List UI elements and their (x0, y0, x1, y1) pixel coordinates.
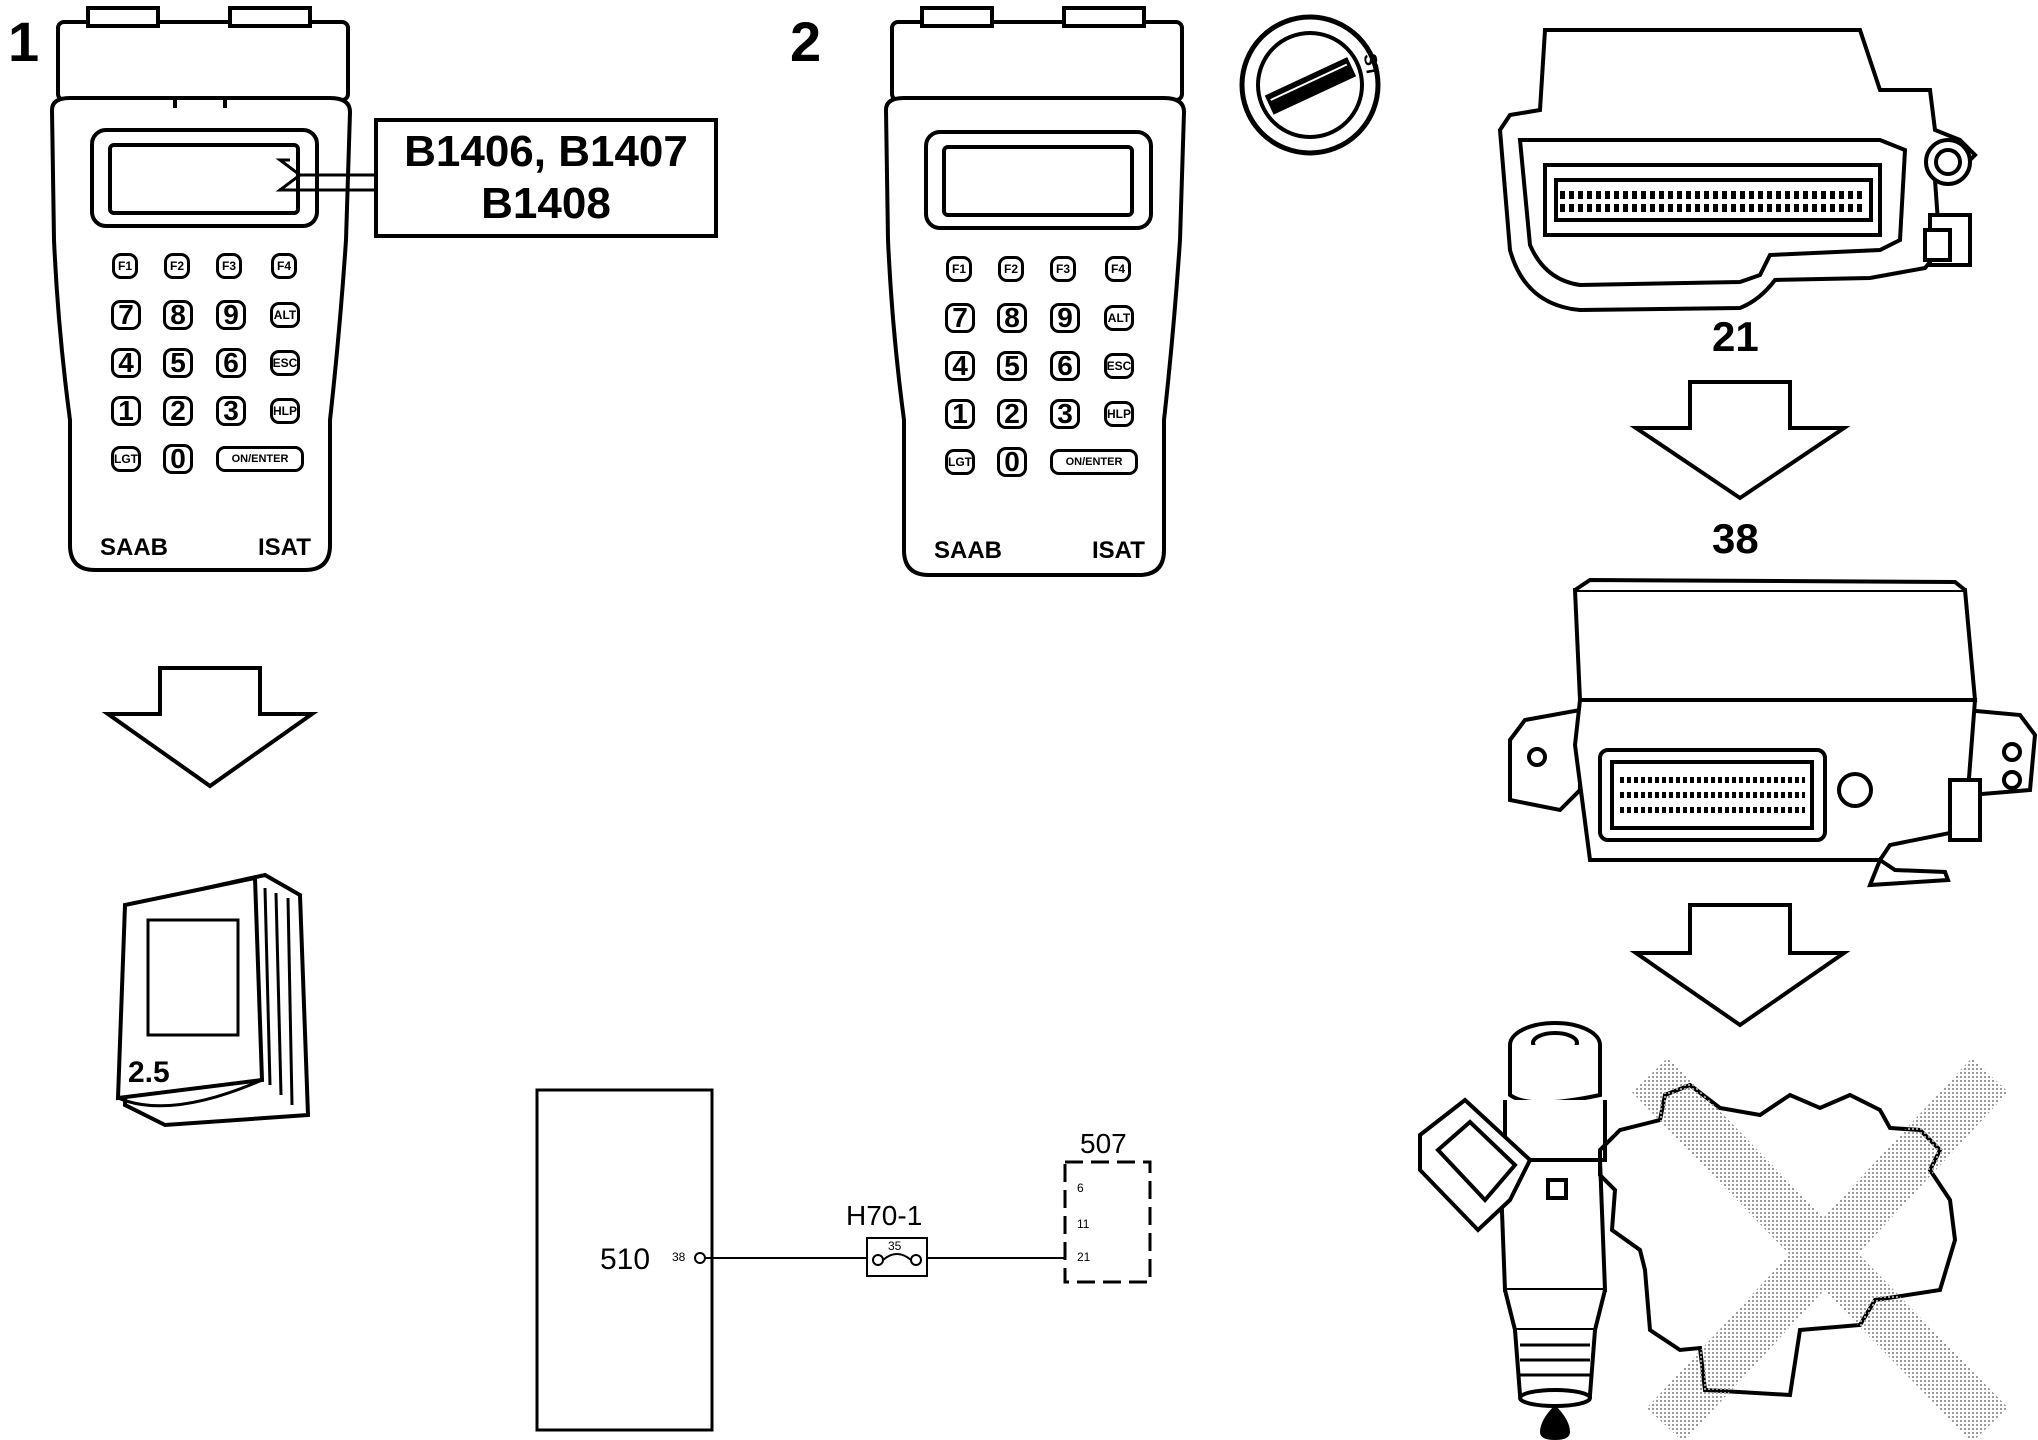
f1-key: F1 (946, 256, 972, 282)
f2-key: F2 (998, 256, 1024, 282)
wiring-diagram (535, 1088, 1152, 1432)
key-6: 6 (1050, 350, 1080, 381)
f1-key: F1 (112, 253, 138, 279)
f4-key: F4 (1105, 256, 1131, 282)
fuel-injector-icon (1418, 1021, 1608, 1408)
manual-section-label: 2.5 (128, 1056, 170, 1089)
ecm-pin-38-terminal (694, 1252, 706, 1264)
key-4: 4 (111, 347, 141, 378)
key-7: 7 (111, 299, 141, 330)
key-4: 4 (945, 350, 975, 381)
diagnostic-tester-2 (883, 6, 1187, 577)
tester-2-brand: SAAB (934, 537, 1003, 564)
connector-pins-21 (1560, 191, 1865, 212)
key-3: 3 (1050, 398, 1080, 429)
arrow-down-icon (1629, 903, 1851, 1028)
connector-pin-35-label: 35 (888, 1239, 902, 1253)
key-1: 1 (111, 395, 141, 426)
control-module-38 (1508, 577, 2038, 888)
key-2: 2 (163, 395, 193, 426)
key-7: 7 (945, 302, 975, 333)
fuel-drop-icon (1540, 1405, 1570, 1440)
key-5: 5 (997, 350, 1027, 381)
f4-key: F4 (271, 253, 297, 279)
on-enter-key: ON/ENTER (1050, 449, 1138, 475)
hlp-key: HLP (270, 398, 300, 424)
component-pin-label: 21 (1077, 1250, 1091, 1264)
key-8: 8 (997, 302, 1027, 333)
key-3: 3 (216, 395, 246, 426)
tester-2-model: ISAT (1092, 537, 1145, 564)
tester-1-brand: SAAB (100, 534, 169, 561)
ignition-start-label: ST (1359, 51, 1384, 79)
component-507-label: 507 (1080, 1128, 1127, 1159)
lgt-key: LGT (111, 446, 141, 472)
ecm-pin-38-label: 38 (672, 1250, 686, 1264)
diagnostic-tester-1 (49, 6, 353, 572)
ecm-510-label: 510 (600, 1243, 651, 1276)
component-pin-label: 6 (1077, 1181, 1084, 1195)
step-1-label: 1 (8, 10, 40, 73)
engine-outline-icon (1598, 1082, 1958, 1398)
f3-key: F3 (216, 253, 242, 279)
key-0: 0 (163, 443, 193, 474)
key-9: 9 (1050, 302, 1080, 333)
tester-1-model: ISAT (258, 534, 311, 561)
f2-key: F2 (164, 253, 190, 279)
key-2: 2 (997, 398, 1027, 429)
arrow-down-icon (101, 666, 319, 789)
key-9: 9 (216, 299, 246, 330)
on-enter-key: ON/ENTER (216, 446, 304, 472)
key-5: 5 (163, 347, 193, 378)
ignition-switch-icon (1239, 14, 1381, 156)
step-2-label: 2 (790, 10, 822, 73)
key-8: 8 (163, 299, 193, 330)
arrow-down-icon (1629, 380, 1851, 501)
key-0: 0 (997, 446, 1027, 477)
module-21-label: 21 (1712, 313, 1759, 360)
connector-pins-38 (1620, 777, 1805, 813)
alt-key: ALT (270, 302, 300, 328)
key-6: 6 (216, 347, 246, 378)
fault-codes-line-2: B1408 (481, 179, 611, 228)
lgt-key: LGT (945, 449, 975, 475)
key-1: 1 (945, 398, 975, 429)
component-pin-label: 11 (1077, 1217, 1090, 1231)
crossed-out-icon (1632, 1057, 2009, 1440)
callout-pointer (275, 118, 718, 238)
esc-key: ESC (270, 350, 300, 376)
f3-key: F3 (1050, 256, 1076, 282)
esc-key: ESC (1104, 353, 1134, 379)
hlp-key: HLP (1104, 401, 1134, 427)
component-507-box (1063, 1160, 1152, 1284)
module-38-label: 38 (1712, 515, 1759, 562)
connector-h70-1-label: H70-1 (846, 1200, 923, 1231)
alt-key: ALT (1104, 305, 1134, 331)
fault-codes-line-1: B1406, B1407 (404, 127, 688, 176)
ecm-510-box (535, 1088, 714, 1432)
control-module-21 (1497, 28, 1978, 313)
service-manual-icon (115, 872, 311, 1128)
